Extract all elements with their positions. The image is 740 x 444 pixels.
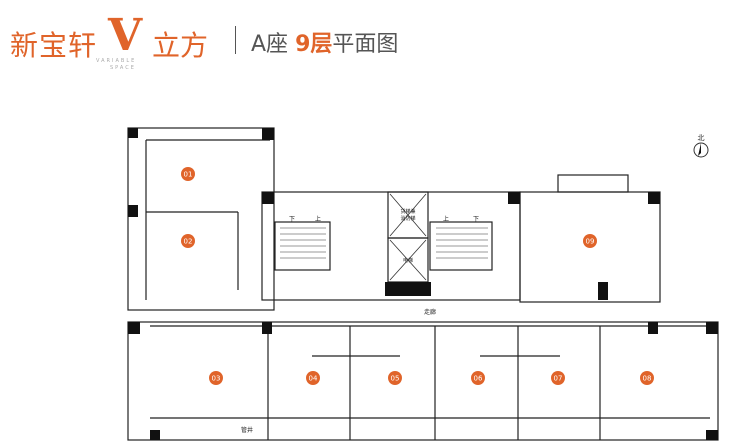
compass-arrow-icon (698, 143, 701, 156)
unit-marker-01: 01 (181, 167, 195, 181)
unit-number-label: 06 (474, 375, 483, 383)
unit-marker-04: 04 (306, 371, 320, 385)
unit-marker-06: 06 (471, 371, 485, 385)
corridor-label: 走廊 (424, 308, 436, 316)
stair-right-up-label: 上 (443, 215, 449, 223)
unit-marker-circle (640, 371, 654, 385)
column (706, 322, 718, 334)
unit-number-label: 09 (586, 238, 595, 246)
column (128, 322, 140, 334)
column (648, 322, 658, 334)
unit-marker-07: 07 (551, 371, 565, 385)
walls (127, 127, 719, 441)
unit-marker-03: 03 (209, 371, 223, 385)
wall-bottom-row (127, 321, 719, 441)
unit-number-label: 04 (309, 375, 318, 383)
compass: 北 (693, 134, 709, 158)
brand-name-part2: 立方 (152, 29, 209, 62)
unit-marker-circle (551, 371, 565, 385)
elevator-1-label-line1: 货梯兼 (400, 208, 415, 215)
elevator-1-label-line2: 消防梯 (400, 215, 415, 222)
brand-subtitle-line1: VARIABLE (96, 58, 137, 64)
column (508, 192, 520, 204)
compass-label: 北 (698, 134, 705, 142)
elevator-crosses (389, 193, 427, 281)
title-floor: 9层 (295, 32, 333, 57)
stair-treads (280, 227, 488, 259)
unit-number-label: 08 (643, 375, 652, 383)
unit-marker-circle (306, 371, 320, 385)
unit-marker-circle (209, 371, 223, 385)
wall-stair-left (274, 221, 331, 271)
column (262, 192, 274, 204)
brand-name-part1: 新宝轩 (10, 29, 98, 62)
unit-marker-circle (181, 167, 195, 181)
unit-number-label: 07 (554, 375, 563, 383)
bottom-shaft-label: 管井 (241, 426, 253, 434)
wall-balcony-09 (557, 174, 629, 193)
elevator-2-label: 电梯 (403, 257, 413, 264)
unit-marker-05: 05 (388, 371, 402, 385)
unit-number-label: 03 (212, 375, 221, 383)
column (128, 128, 138, 138)
unit-marker-circle (181, 234, 195, 248)
header-divider (235, 26, 236, 54)
column (598, 282, 608, 300)
stair-left-down-label: 下 (289, 216, 295, 223)
brand-v-mark: V (108, 10, 143, 61)
stair-left-up-label: 上 (315, 215, 321, 223)
column (385, 282, 431, 296)
column (262, 322, 272, 334)
title-building: A座 (251, 32, 289, 57)
unit-marker-09: 09 (583, 234, 597, 248)
unit-marker-08: 08 (640, 371, 654, 385)
column (262, 128, 274, 140)
unit-marker-circle (583, 234, 597, 248)
unit-marker-02: 02 (181, 234, 195, 248)
column (150, 430, 160, 440)
column (706, 430, 718, 440)
wall-block-01-02 (127, 127, 275, 311)
stair-right-down-label: 下 (473, 216, 479, 223)
unit-number-label: 05 (391, 375, 400, 383)
core-labels: 下 上 上 下 货梯兼 消防梯 电梯 (289, 208, 479, 264)
brand-subtitle-line2: SPACE (110, 65, 136, 71)
column (648, 192, 660, 204)
title-plan-label: 平面图 (332, 32, 399, 57)
column (128, 205, 138, 217)
unit-number-label: 02 (184, 238, 193, 246)
wall-stair-right (429, 221, 493, 271)
unit-marker-circle (471, 371, 485, 385)
page-title: A座 9层平面图 (251, 26, 398, 58)
unit-marker-circle (388, 371, 402, 385)
unit-number-label: 01 (184, 171, 193, 179)
columns (128, 128, 718, 440)
unit-markers: 01 02 03 04 05 06 07 08 09 (181, 167, 654, 385)
